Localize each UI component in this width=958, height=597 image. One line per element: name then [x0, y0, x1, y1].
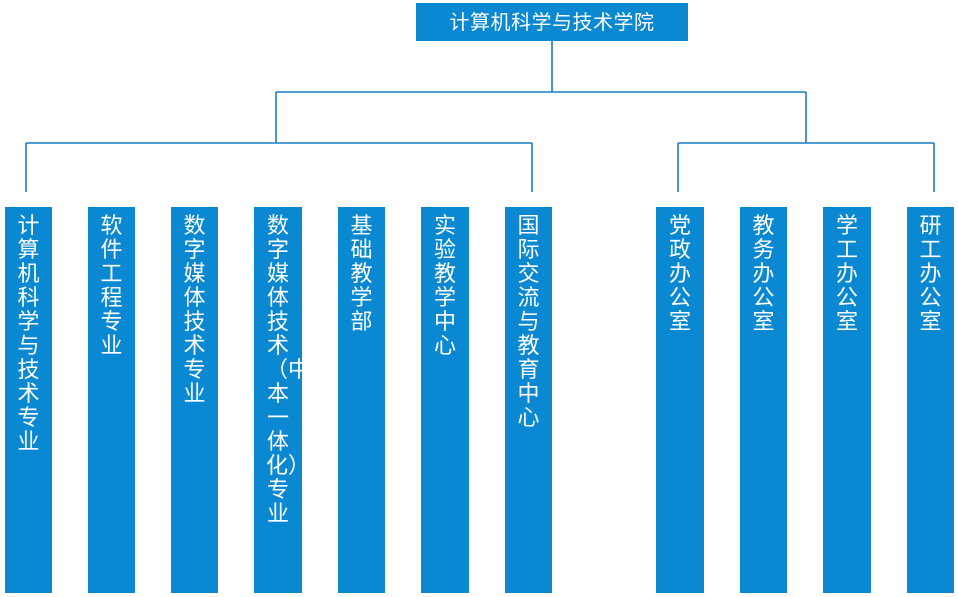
col-label: 数字媒体技术专业: [183, 214, 206, 407]
col-label: 党政办公室: [668, 214, 691, 335]
col-label: 基础教学部: [350, 214, 373, 335]
col-label: 软件工程专业: [100, 214, 123, 359]
col-node-academic-office: 教务办公室: [740, 207, 787, 593]
col-node-party-office: 党政办公室: [656, 207, 704, 593]
root-label: 计算机科学与技术学院: [449, 10, 655, 34]
col-node-student-office: 学工办公室: [823, 207, 871, 593]
col-node-digital-media: 数字媒体技术专业: [171, 207, 218, 593]
col-node-digital-media-integrated: 数字媒体技术（中本一体化）专业: [254, 207, 311, 593]
col-node-lab-center: 实验教学中心: [421, 207, 469, 593]
col-label: 教务办公室: [752, 214, 775, 335]
col-label: 计算机科学与技术专业: [17, 214, 40, 455]
col-label: 国际交流与教育中心: [517, 214, 540, 431]
col-node-cs-major: 计算机科学与技术专业: [5, 207, 52, 593]
col-node-graduate-office: 研工办公室: [907, 207, 954, 593]
col-node-international-center: 国际交流与教育中心: [505, 207, 552, 593]
col-label: 实验教学中心: [433, 214, 456, 359]
col-label: 数字媒体技术（中本一体化）专业: [266, 214, 311, 527]
col-label: 学工办公室: [835, 214, 858, 335]
col-label: 研工办公室: [919, 214, 942, 335]
col-node-software-engineering: 软件工程专业: [88, 207, 135, 593]
col-node-basic-teaching: 基础教学部: [338, 207, 385, 593]
root-node: 计算机科学与技术学院: [416, 3, 688, 41]
